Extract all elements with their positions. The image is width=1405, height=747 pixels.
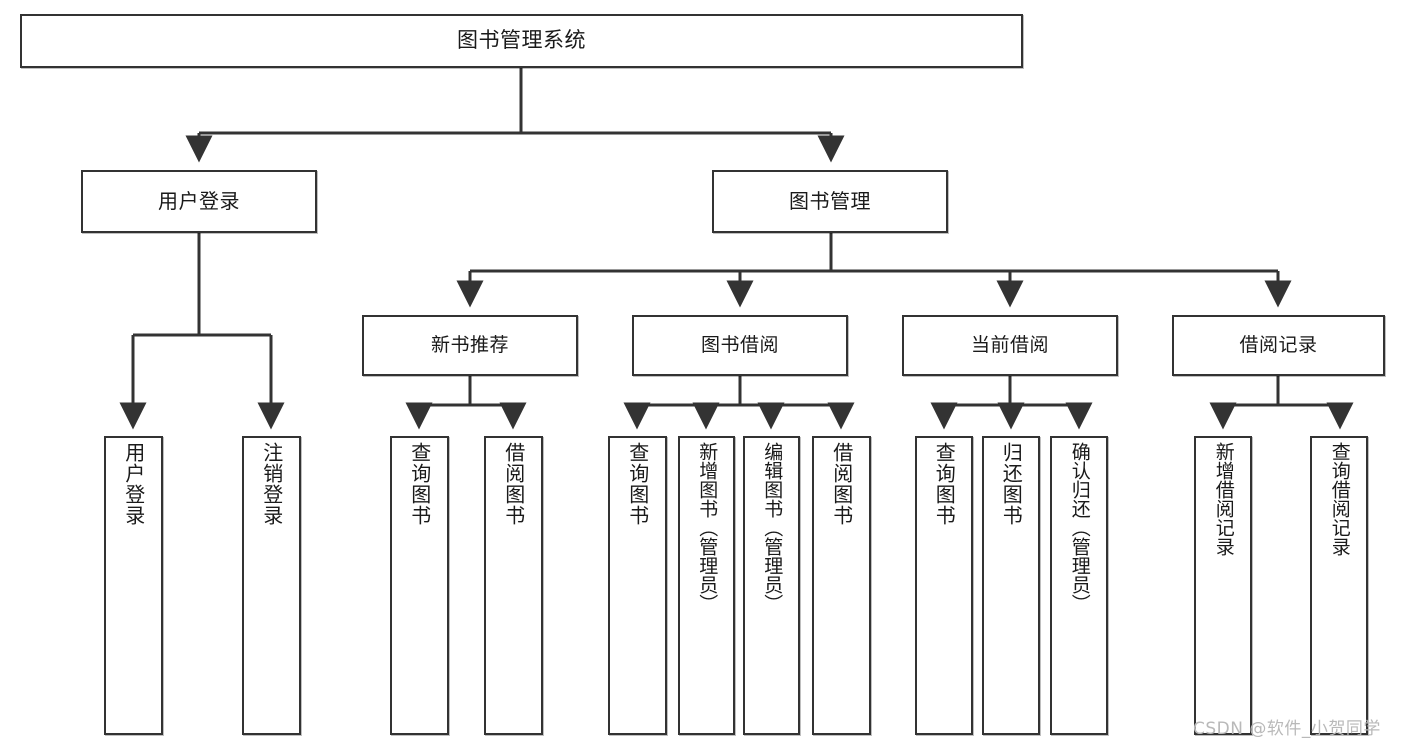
node-book-borrow[interactable]: 图书借阅: [632, 315, 848, 376]
node-label: 图书管理: [789, 189, 871, 214]
node-label: 编辑图书（管理员）: [761, 442, 784, 613]
node-label: 用户登录: [158, 189, 240, 214]
node-label: 当前借阅: [970, 333, 1049, 356]
node-leaf-query-book-recommend[interactable]: 查询图书: [390, 436, 449, 735]
node-label: 查询图书: [932, 442, 957, 526]
node-label: 新增图书（管理员）: [696, 442, 719, 613]
node-root-system[interactable]: 图书管理系统: [20, 14, 1023, 68]
node-label: 归还图书: [999, 442, 1024, 526]
node-label: 查询图书: [625, 442, 650, 526]
node-current-borrow[interactable]: 当前借阅: [902, 315, 1118, 376]
node-leaf-add-borrow-record[interactable]: 新增借阅记录: [1194, 436, 1252, 735]
node-leaf-borrow-book-recommend[interactable]: 借阅图书: [484, 436, 543, 735]
node-leaf-query-borrow-record[interactable]: 查询借阅记录: [1310, 436, 1368, 735]
node-label: 查询图书: [407, 442, 432, 526]
node-borrow-record[interactable]: 借阅记录: [1172, 315, 1385, 376]
node-label: 图书管理系统: [457, 28, 586, 53]
node-label: 注销登录: [259, 442, 284, 526]
node-label: 借阅图书: [829, 442, 854, 526]
node-new-book-recommend[interactable]: 新书推荐: [362, 315, 578, 376]
node-label: 确认归还（管理员）: [1068, 442, 1091, 613]
node-leaf-confirm-return-admin[interactable]: 确认归还（管理员）: [1050, 436, 1108, 735]
node-leaf-logout[interactable]: 注销登录: [242, 436, 301, 735]
node-user-login[interactable]: 用户登录: [81, 170, 317, 233]
node-label: 借阅图书: [501, 442, 526, 526]
node-label: 用户登录: [121, 442, 146, 526]
node-leaf-add-book-admin[interactable]: 新增图书（管理员）: [678, 436, 735, 735]
node-leaf-edit-book-admin[interactable]: 编辑图书（管理员）: [743, 436, 800, 735]
node-label: 图书借阅: [700, 333, 779, 356]
node-label: 新增借阅记录: [1212, 442, 1235, 556]
node-label: 借阅记录: [1239, 333, 1318, 356]
node-label: 查询借阅记录: [1328, 442, 1351, 556]
node-book-management[interactable]: 图书管理: [712, 170, 948, 233]
watermark-text: CSDN @软件_小贺同学: [1193, 719, 1381, 739]
node-leaf-query-book-current[interactable]: 查询图书: [915, 436, 973, 735]
node-leaf-return-book[interactable]: 归还图书: [982, 436, 1040, 735]
node-label: 新书推荐: [430, 333, 509, 356]
node-leaf-query-book-borrow[interactable]: 查询图书: [608, 436, 667, 735]
node-leaf-borrow-book[interactable]: 借阅图书: [812, 436, 871, 735]
node-leaf-user-login[interactable]: 用户登录: [104, 436, 163, 735]
